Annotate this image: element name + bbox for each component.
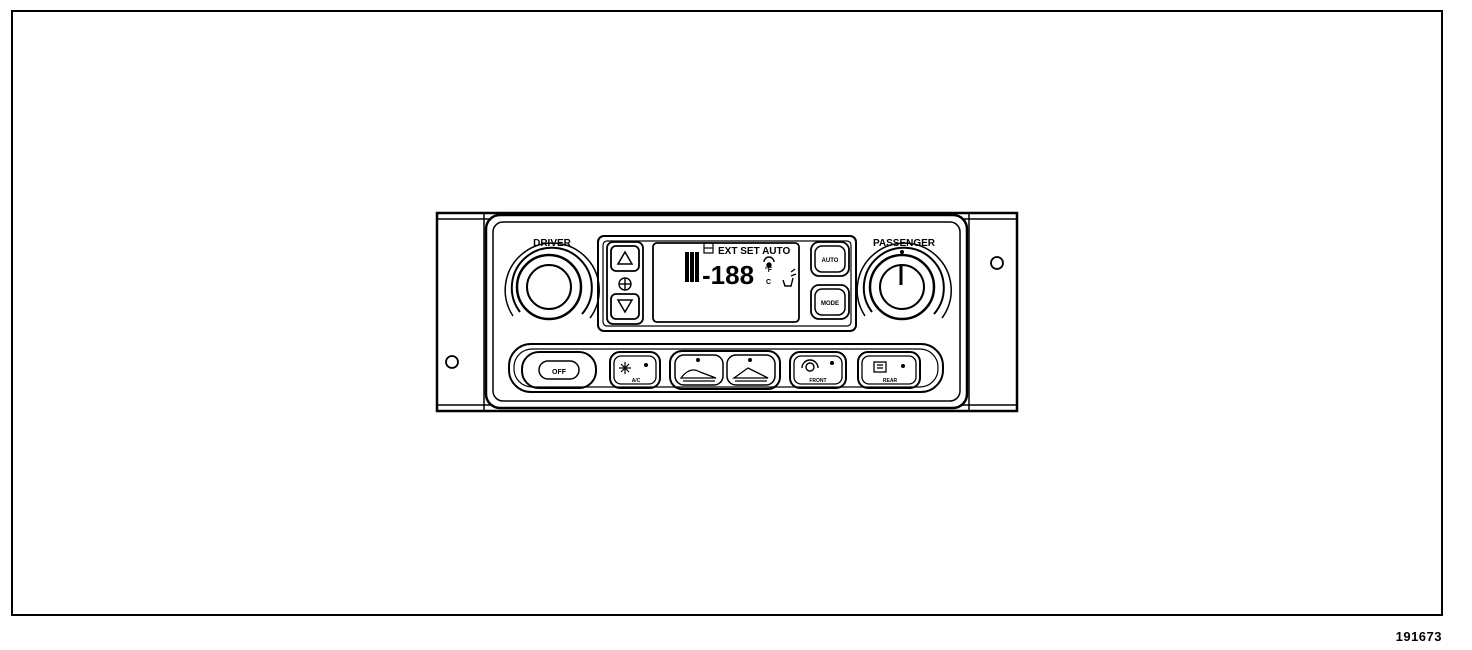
fan-speed-bars-icon [685,252,699,282]
mounting-hole-left-icon [445,355,459,369]
floor-vent-indicator-dot-icon [696,358,700,362]
fan-down-button[interactable] [610,293,640,320]
lcd-indicators: EXT SET AUTO [718,246,790,257]
lcd-display [652,242,800,323]
ac-button[interactable]: A/C [609,351,661,389]
rear-defrost-button[interactable]: REAR [857,351,921,389]
display-bezel-inner [602,240,852,327]
fan-icon [618,277,632,291]
rear-defrost-indicator-dot-icon [901,364,905,368]
ac-button-label: A/C [632,378,641,384]
ac-indicator-dot-icon [644,363,648,367]
lcd-temperature-digits: -188 [702,260,754,290]
mode-button-label: MODE [821,301,839,307]
auto-button-label: AUTO [822,258,839,264]
figure-number: 191673 [1395,629,1442,644]
off-button-label: OFF [552,369,567,376]
triangle-down-icon [616,299,634,314]
airflow-buttons-group [669,350,781,390]
mounting-hole-right-icon [990,256,1004,270]
snowflake-icon [619,362,631,374]
floor-airflow-icon [679,369,717,379]
driver-temp-knob[interactable] [504,242,600,321]
lcd-unit-c: C [766,279,771,286]
rear-defrost-button-label: REAR [883,378,898,384]
faceplate-inner [492,221,961,402]
rear-defrost-icon [873,361,887,373]
auto-button[interactable]: AUTO [810,241,850,277]
floor-vent-button[interactable] [674,354,724,386]
bilevel-vent-indicator-dot-icon [748,358,752,362]
lcd-unit-f: °F [765,266,773,274]
button-strip-inner [513,348,939,388]
button-strip [508,343,944,393]
triangle-up-icon [616,250,634,265]
fan-rocker [606,241,644,325]
bilevel-vent-button[interactable] [726,354,776,386]
defrost-indicator-icon [763,256,775,268]
front-defrost-icon [801,359,819,372]
front-defrost-button-label: FRONT [809,378,826,384]
front-defrost-indicator-dot-icon [830,361,834,365]
mode-button[interactable]: MODE [810,284,850,320]
fan-up-button[interactable] [610,245,640,272]
passenger-temp-knob[interactable] [856,242,952,321]
airflow-indicator-icon [782,268,797,287]
passenger-dot-icon [900,250,904,254]
display-bezel [597,235,857,332]
front-defrost-button[interactable]: FRONT [789,351,847,389]
off-button[interactable]: OFF [521,351,597,389]
bilevel-airflow-icon [731,367,769,379]
recirc-icon [703,242,714,254]
figure-frame [11,10,1443,616]
